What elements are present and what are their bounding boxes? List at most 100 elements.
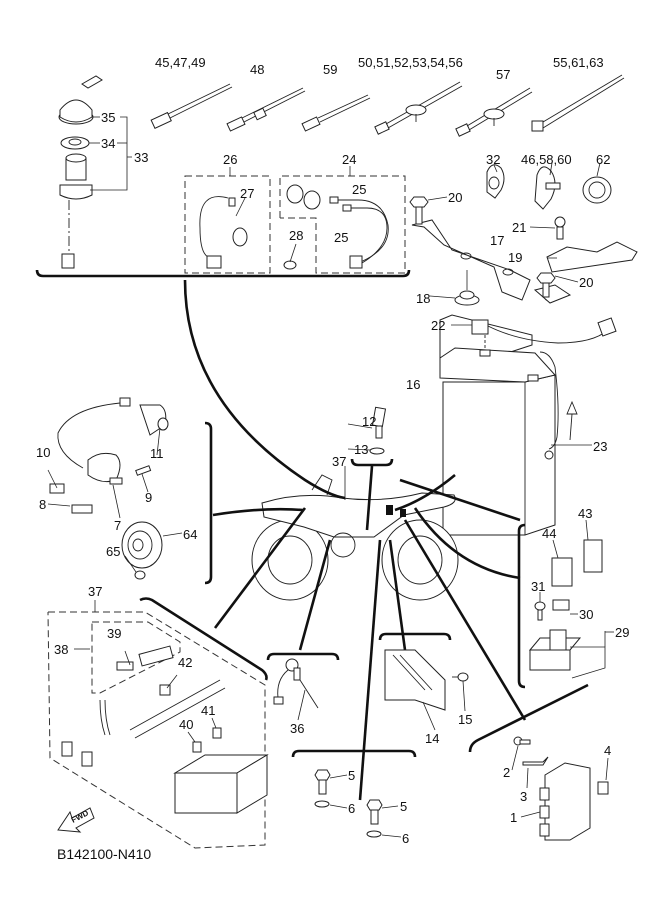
washer-6-b [366,830,402,838]
nut-4 [597,757,609,795]
cdi-unit-1 [520,762,591,841]
fwd-arrow-icon [57,807,95,833]
callout-6-b: 6 [402,831,410,846]
callout-21: 21 [512,220,527,235]
group-bracket-cdi [468,683,589,753]
cover-22 [451,317,617,350]
callout-18: 18 [416,291,431,306]
clip-3 [522,756,549,789]
callout-8: 8 [39,497,47,512]
callout-15: 15 [458,712,473,727]
callout-45-47-49: 45,47,49 [155,55,206,70]
plate-19 [546,241,638,273]
cable-tie-45-47-49 [150,83,233,129]
callout-19: 19 [508,250,523,265]
callout-48: 48 [250,62,265,77]
group-bracket-top [35,269,411,278]
callout-13: 13 [354,442,369,457]
bolt-20-lower [536,272,579,298]
callout-35: 35 [101,110,116,125]
lead-23 [539,351,592,460]
callout-32: 32 [486,152,501,167]
callout-30: 30 [579,607,594,622]
group-bracket-right [517,523,526,689]
callout-23: 23 [593,439,608,454]
callout-3: 3 [520,789,528,804]
callout-17: 17 [490,233,505,248]
callout-57: 57 [496,67,511,82]
grommet-18 [429,270,480,306]
regulator-14 [384,649,446,731]
group-bracket-5-6 [291,749,417,758]
callout-27: 27 [240,186,255,201]
callout-55-61-63: 55,61,63 [553,55,604,70]
callout-59: 59 [323,62,338,77]
callout-5-a: 5 [348,768,356,783]
callout-24: 24 [342,152,357,167]
bolt-31 [534,592,546,621]
harness-box-26 [184,167,271,274]
wire-harness-box-37 [47,600,269,849]
callout-40: 40 [179,717,194,732]
callout-6-a: 6 [348,801,356,816]
harness-box-24 [279,166,406,274]
ignition-coil [47,397,169,519]
cable-tie-59 [301,94,371,132]
screw-2 [511,736,531,771]
screw-65 [124,555,146,580]
cable-tie-55-61-63 [531,74,625,132]
washer-13 [347,447,385,455]
callout-28: 28 [289,228,304,243]
callout-10: 10 [36,445,51,460]
main-switch-assembly [58,75,103,269]
callout-34: 34 [101,136,116,151]
cable-tie-57 [455,87,533,137]
callout-38: 38 [54,642,69,657]
callout-37-box: 37 [88,584,103,599]
callout-11: 11 [150,446,164,461]
callout-12: 12 [362,414,377,429]
callout-2: 2 [503,765,511,780]
bolt-5-a [314,769,348,795]
callout-31: 31 [531,579,546,594]
group-bracket-14 [378,632,452,641]
callout-43: 43 [578,506,593,521]
connector-44 [551,539,573,587]
callout-44: 44 [542,526,557,541]
bolt-20-upper [409,196,448,225]
callout-25-upper: 25 [352,182,367,197]
diagram-reference-code: B142100-N410 [57,846,152,862]
callout-39: 39 [107,626,122,641]
bolt-5-b [366,799,399,825]
callout-64: 64 [183,527,198,542]
clamp-32 [486,164,505,199]
battery-16 [439,314,556,536]
vehicle-overview [251,474,459,601]
connector-43 [583,519,603,573]
callout-65: 65 [106,544,121,559]
callout-7: 7 [114,518,122,533]
switch-36 [273,658,319,721]
group-bracket-lower-left [139,597,268,681]
callout-46-58-60: 46,58,60 [521,152,572,167]
callout-62: 62 [596,152,611,167]
callout-9: 9 [145,490,153,505]
group-bracket-left [204,421,213,585]
cable-tie-50-51-52-53-54-56 [374,81,463,135]
screw-21 [529,216,566,240]
connector-lines [183,279,527,801]
clamp-46-58-60 [534,162,561,210]
callout-5-b: 5 [400,799,408,814]
bolt-15 [452,672,469,712]
callout-1: 1 [510,810,518,825]
washer-6-a [314,800,348,809]
fuse-30 [552,599,578,615]
main-switch-bracket-lines [89,116,132,191]
clamp-62 [582,162,612,204]
callout-16: 16 [406,377,421,392]
callout-20-upper: 20 [448,190,463,205]
callout-42: 42 [178,655,193,670]
group-bracket-sensor [350,458,394,467]
callout-14: 14 [425,731,440,746]
